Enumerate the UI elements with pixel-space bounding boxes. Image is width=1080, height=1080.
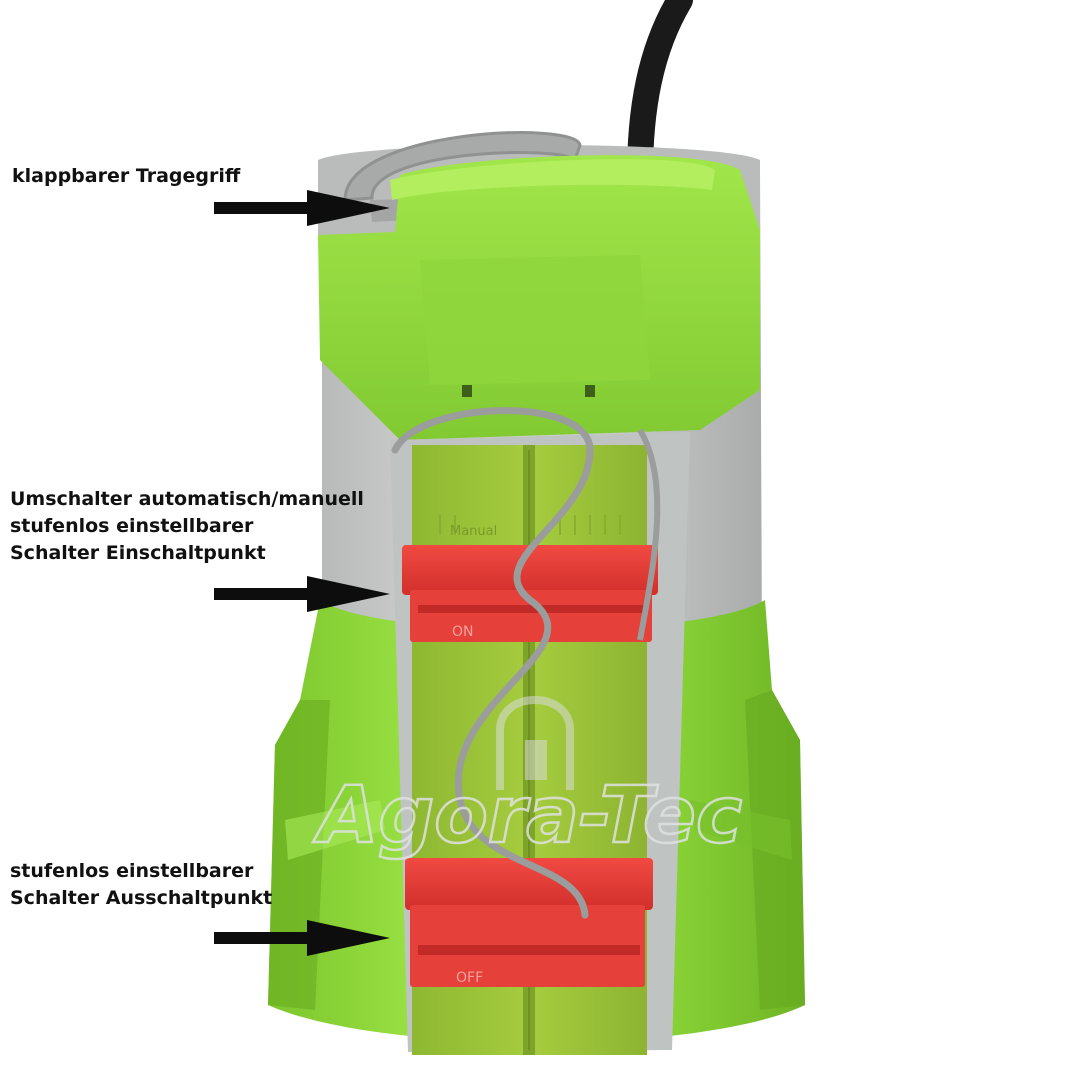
label-off-switch: stufenlos einstellbarer Schalter Ausscha…: [10, 858, 272, 912]
label-line: stufenlos einstellbarer: [10, 515, 254, 537]
on-mark: ON: [452, 624, 474, 640]
label-line: klappbarer Tragegriff: [12, 165, 241, 187]
label-on-switch: Umschalter automatisch/manuell stufenlos…: [10, 486, 364, 567]
label-line: Schalter Ausschaltpunkt: [10, 887, 273, 909]
on-switch-slider: ON: [402, 545, 658, 642]
label-line: Schalter Einschaltpunkt: [10, 542, 266, 564]
carrying-handle: [343, 131, 582, 202]
manual-mark: Manual: [450, 524, 497, 539]
arrow-right-icon: [214, 190, 390, 226]
label-carrying-handle: klappbarer Tragegriff: [12, 163, 240, 190]
float-switch-cable: [391, 407, 594, 919]
watermark: Agora-Tec: [312, 771, 742, 861]
arrow-right-icon: [214, 576, 390, 612]
arrow-right-icon: [214, 920, 390, 956]
off-mark: OFF: [456, 970, 483, 986]
label-line: Umschalter automatisch/manuell: [10, 488, 364, 510]
label-line: stufenlos einstellbarer: [10, 860, 254, 882]
off-switch-slider: OFF: [405, 858, 653, 987]
brand-logo: [496, 696, 574, 790]
